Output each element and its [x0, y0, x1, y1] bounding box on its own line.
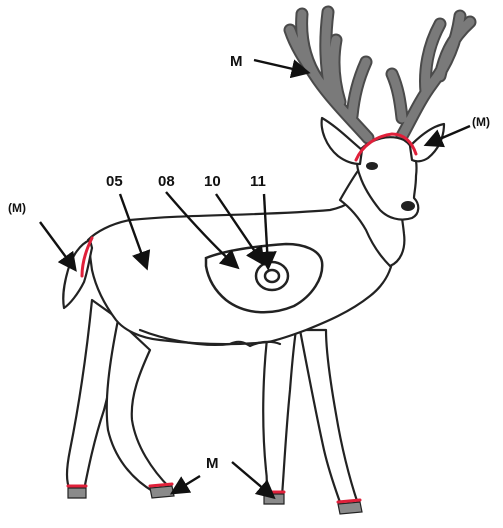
front-right-leg — [300, 330, 358, 508]
antlers — [290, 12, 470, 138]
left-antler — [290, 12, 368, 138]
front-left-leg — [263, 330, 296, 498]
label-m-tail: (M) — [8, 201, 26, 215]
right-ear — [410, 124, 444, 161]
arrow-m-hoof-left — [174, 476, 200, 492]
hooves — [68, 486, 362, 514]
marker-hoof-rear-right — [150, 484, 172, 486]
hoof-front-right — [338, 502, 362, 514]
zone-11-ring — [265, 270, 279, 282]
hoof-rear-right — [150, 486, 174, 498]
label-m-antler: M — [230, 53, 243, 70]
nose — [401, 201, 415, 211]
label-zone-11: 11 — [250, 173, 266, 190]
marker-hoof-front-right — [338, 500, 360, 502]
hoof-rear-left — [68, 488, 86, 498]
arrow-m-tail — [40, 222, 74, 268]
rear-right-leg — [107, 320, 170, 492]
label-zone-10: 10 — [204, 173, 221, 190]
label-zone-05: 05 — [106, 173, 123, 190]
hoof-front-left — [264, 494, 284, 504]
eye — [366, 162, 378, 170]
arrow-m-antler — [254, 60, 306, 72]
label-m-head: (M) — [472, 115, 490, 129]
label-zone-08: 08 — [158, 173, 175, 190]
label-m-hooves: M — [206, 455, 219, 472]
